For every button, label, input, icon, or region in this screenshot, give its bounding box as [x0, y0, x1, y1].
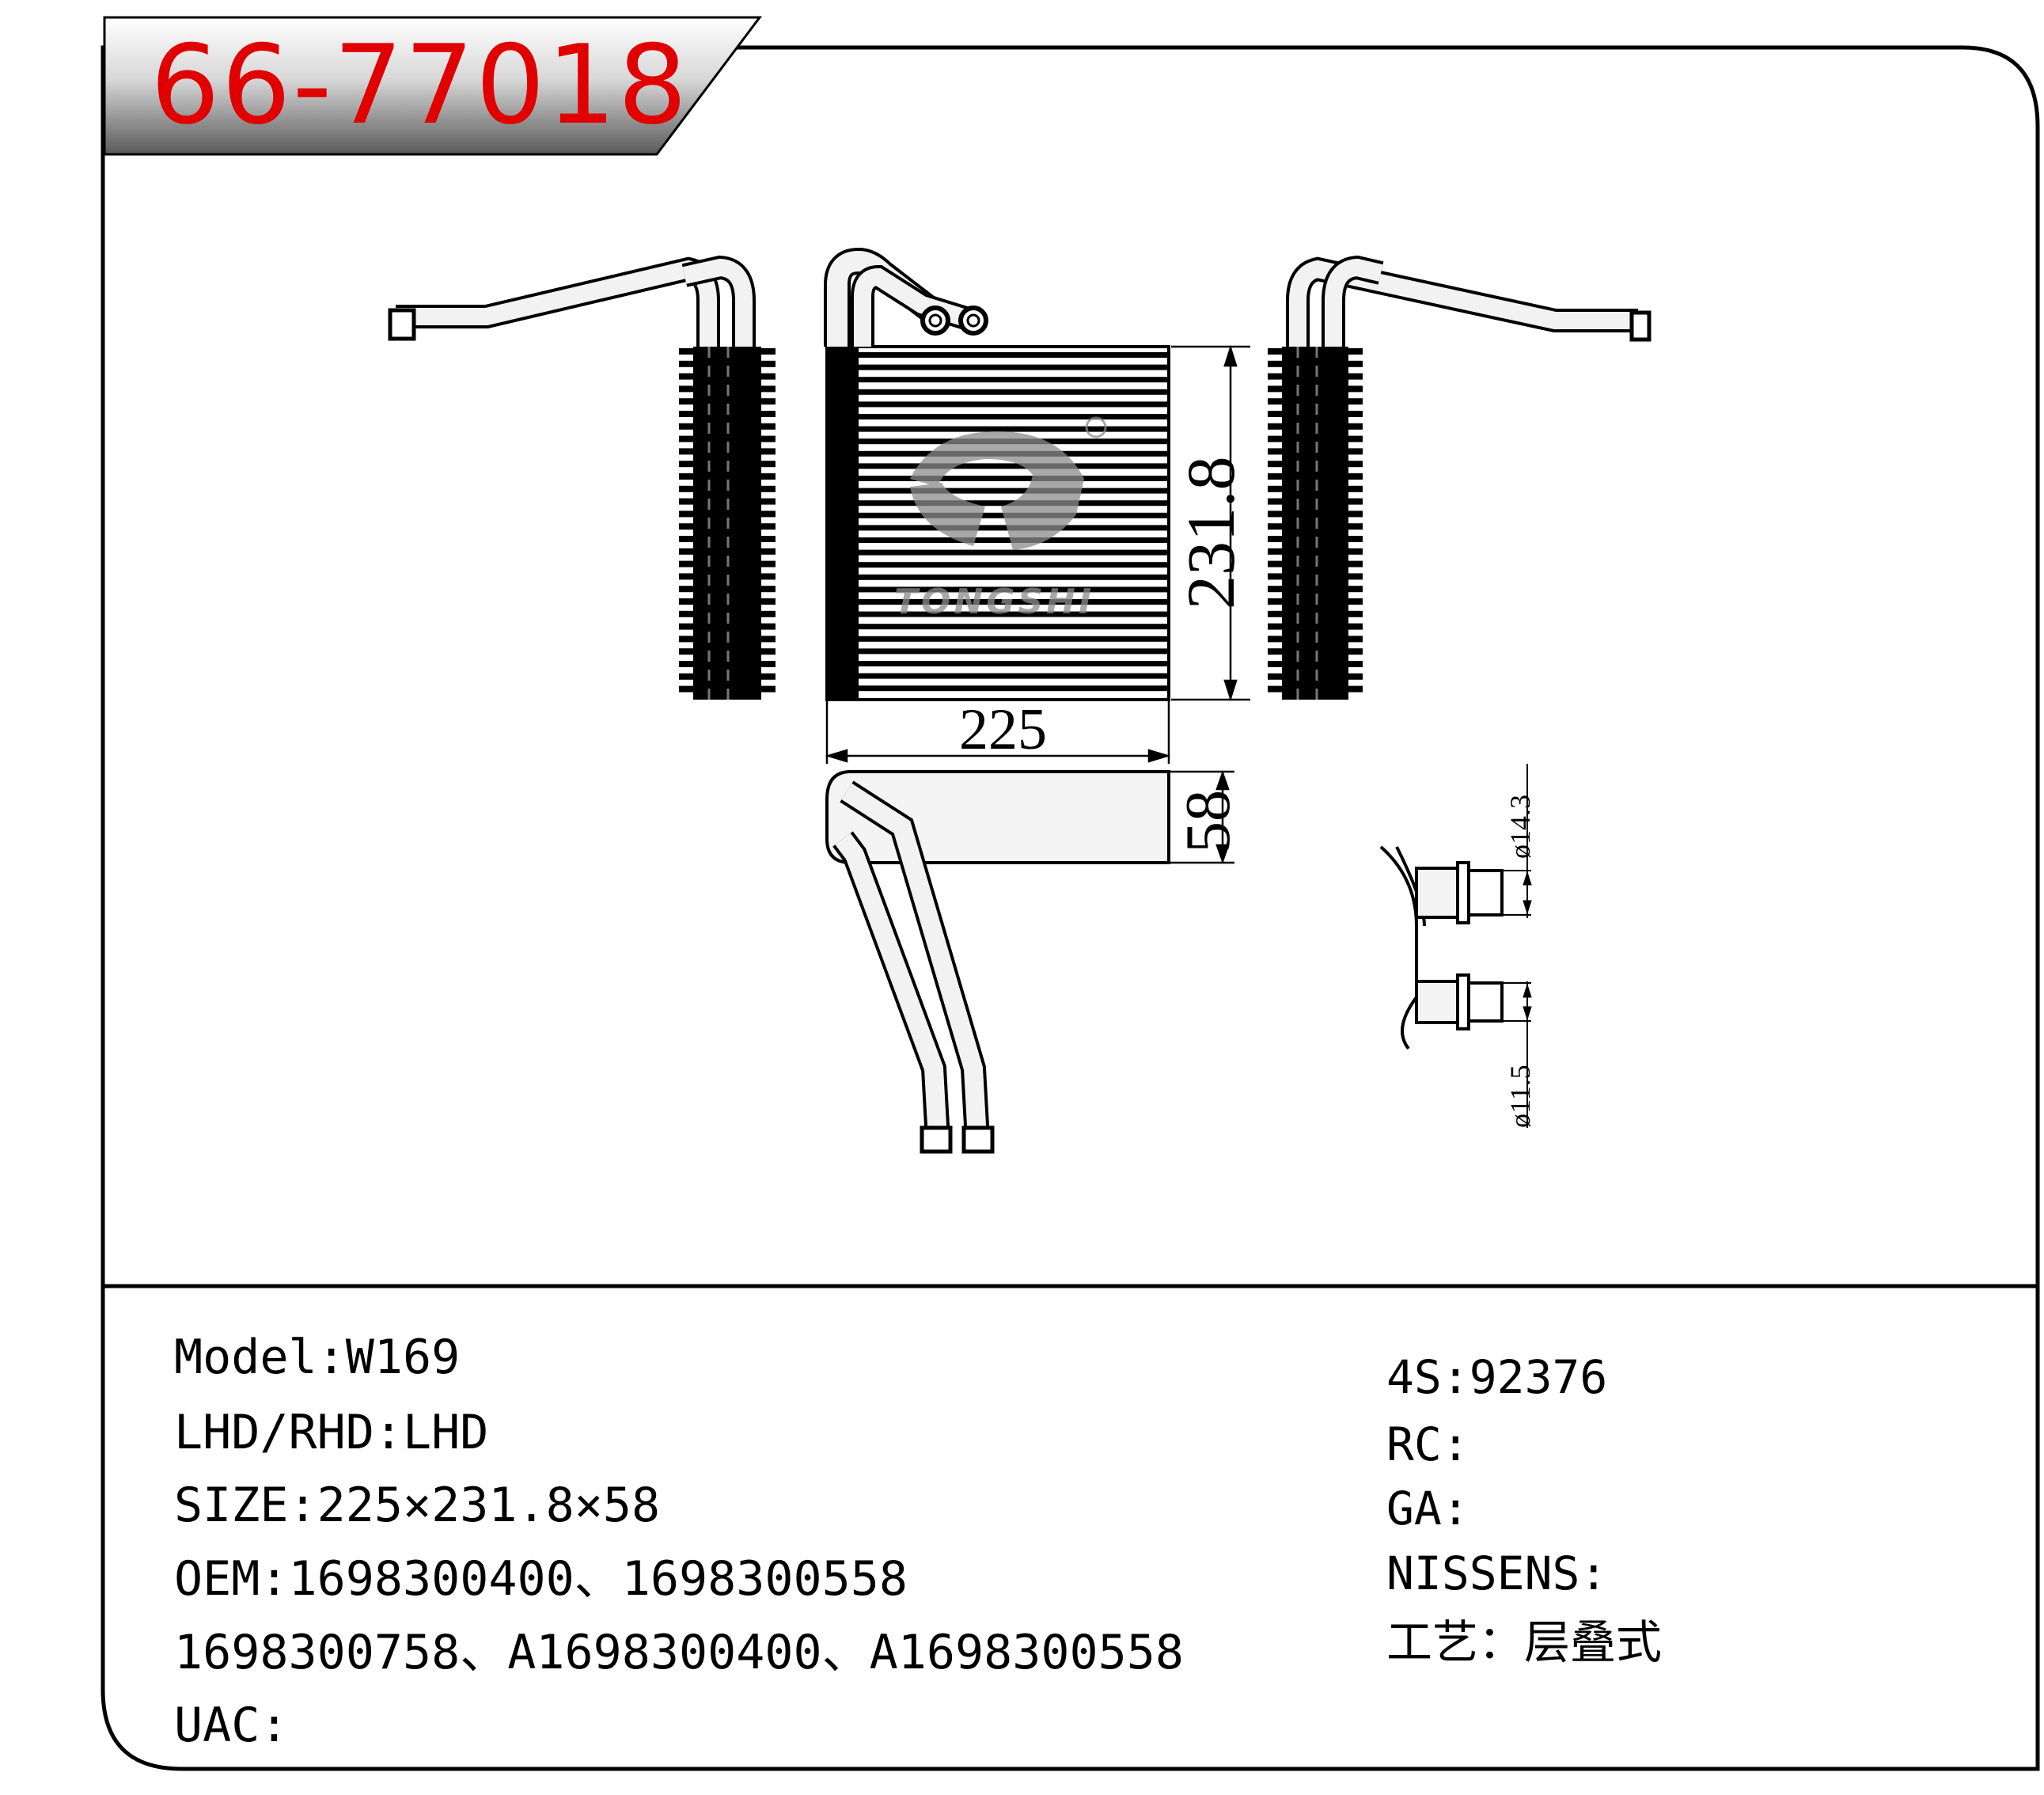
- ga-field: GA:: [1386, 1482, 1469, 1535]
- left-side-fins: [679, 347, 776, 700]
- part-tag-background: [103, 16, 763, 156]
- core-body: [825, 345, 1170, 701]
- outer-border: [100, 45, 2040, 1771]
- top-view: [825, 770, 1170, 1154]
- watermark-logo: TONGSHI: [894, 416, 1107, 622]
- left-side-view: [388, 255, 776, 700]
- right-side-view: [1268, 255, 1652, 700]
- size-field: SIZE:225×231.8×58: [174, 1478, 661, 1533]
- pipe-detail-view: [1379, 764, 1532, 1128]
- right-side-fins: [1268, 347, 1363, 700]
- rc-field: RC:: [1386, 1417, 1469, 1471]
- oem-field-line-1: OEM:1698300400、1698300558: [174, 1551, 908, 1607]
- width-dimension-label: 225: [959, 697, 1047, 762]
- front-view: TONGSHI: [824, 247, 1170, 701]
- depth-dimension-label: 58: [1174, 790, 1243, 853]
- part-number-title: 66-77018: [150, 21, 689, 149]
- width-dimension-line: [825, 700, 1171, 764]
- 4s-field: 4S:92376: [1386, 1350, 1608, 1404]
- height-dimension-label: 231.8: [1173, 456, 1249, 610]
- height-dimension-line: [1171, 344, 1250, 702]
- model-field: Model:W169: [174, 1330, 461, 1385]
- pipe-large-diameter-label: ø14.3: [1504, 795, 1536, 859]
- watermark-text: TONGSHI: [894, 582, 1094, 622]
- depth-dimension-line: [1169, 770, 1234, 864]
- core-left-tank: [827, 347, 859, 700]
- oem-field-line-2: 1698300758、A1698300400、A1698300558: [174, 1625, 1184, 1680]
- pipe-small-diameter-label: ø11.5: [1504, 1064, 1536, 1128]
- process-field: 工艺：层叠式: [1386, 1615, 1663, 1669]
- lhd-rhd-field: LHD/RHD:LHD: [174, 1405, 489, 1460]
- nissens-field: NISSENS:: [1386, 1546, 1608, 1600]
- uac-field: UAC:: [174, 1698, 289, 1753]
